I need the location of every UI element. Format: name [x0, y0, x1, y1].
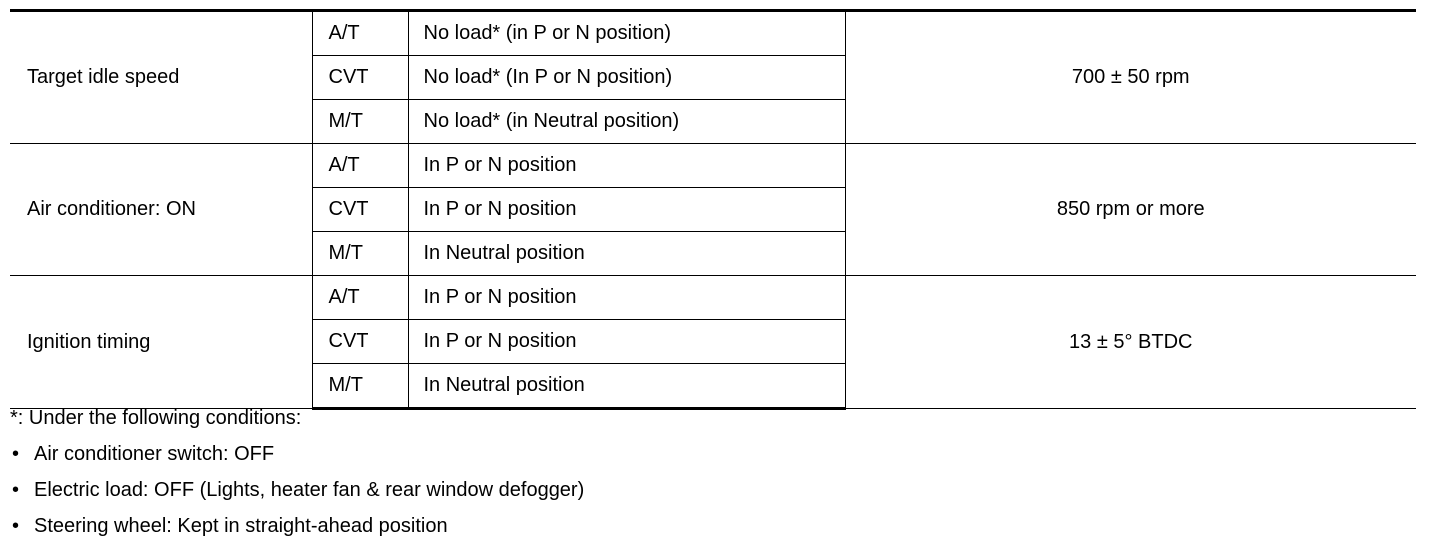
transmission-cell: M/T: [311, 363, 408, 410]
footnote-bullet-item: • Steering wheel: Kept in straight-ahead …: [10, 508, 584, 544]
table-row: Air conditioner: ON A/T In P or N positi…: [10, 143, 1416, 276]
condition-cell: No load* (in Neutral position): [407, 99, 845, 144]
table-row: Target idle speed A/T No load* (in P or …: [10, 9, 1416, 144]
condition-cell: In Neutral position: [407, 363, 845, 410]
transmission-cell: CVT: [311, 55, 408, 100]
footnote-bullet-item: • Electric load: OFF (Lights, heater fan …: [10, 472, 584, 508]
table-row: M/T In Neutral position: [10, 363, 1416, 410]
condition-cell: In P or N position: [407, 187, 845, 232]
table-row: M/T In Neutral position: [10, 231, 1416, 276]
transmission-cell: A/T: [311, 143, 408, 188]
transmission-cell: CVT: [311, 319, 408, 364]
item-air-conditioner-on: Air conditioner: ON: [10, 143, 312, 276]
footnote-bullet-text: Steering wheel: Kept in straight-ahead p…: [34, 515, 448, 537]
transmission-cell: A/T: [311, 275, 408, 320]
transmission-cell: A/T: [311, 9, 408, 56]
table-row: M/T No load* (in Neutral position): [10, 99, 1416, 144]
specification-table: Target idle speed A/T No load* (in P or …: [10, 9, 1416, 410]
bullet-symbol: •: [12, 515, 20, 537]
condition-cell: In P or N position: [407, 319, 845, 364]
footnotes: *: Under the following conditions: • Air …: [10, 400, 584, 544]
table-row: CVT No load* (In P or N position): [10, 55, 1416, 100]
item-ignition-timing: Ignition timing: [10, 275, 312, 409]
table-row: CVT In P or N position: [10, 187, 1416, 232]
footnote-heading: *: Under the following conditions:: [10, 407, 302, 429]
value-air-conditioner-on: 850 rpm or more: [844, 143, 1416, 276]
bullet-symbol: •: [12, 479, 20, 501]
value-target-idle-speed: 700 ± 50 rpm: [844, 9, 1416, 144]
bullet-symbol: •: [12, 443, 20, 465]
table-row: Ignition timing A/T In P or N position 1…: [10, 275, 1416, 409]
condition-cell: In Neutral position: [407, 231, 845, 276]
transmission-cell: M/T: [311, 99, 408, 144]
condition-cell: No load* (In P or N position): [407, 55, 845, 100]
footnote-bullet-text: Electric load: OFF (Lights, heater fan &…: [34, 479, 585, 501]
condition-cell: In P or N position: [407, 143, 845, 188]
transmission-cell: CVT: [311, 187, 408, 232]
value-ignition-timing: 13 ± 5° BTDC: [844, 275, 1416, 409]
condition-cell: In P or N position: [407, 275, 845, 320]
transmission-cell: M/T: [311, 231, 408, 276]
footnote-bullet-text: Air conditioner switch: OFF: [34, 443, 275, 465]
footnote-bullet-item: • Air conditioner switch: OFF: [10, 436, 584, 472]
table-row: CVT In P or N position: [10, 319, 1416, 364]
item-target-idle-speed: Target idle speed: [10, 9, 312, 144]
condition-cell: No load* (in P or N position): [407, 9, 845, 56]
